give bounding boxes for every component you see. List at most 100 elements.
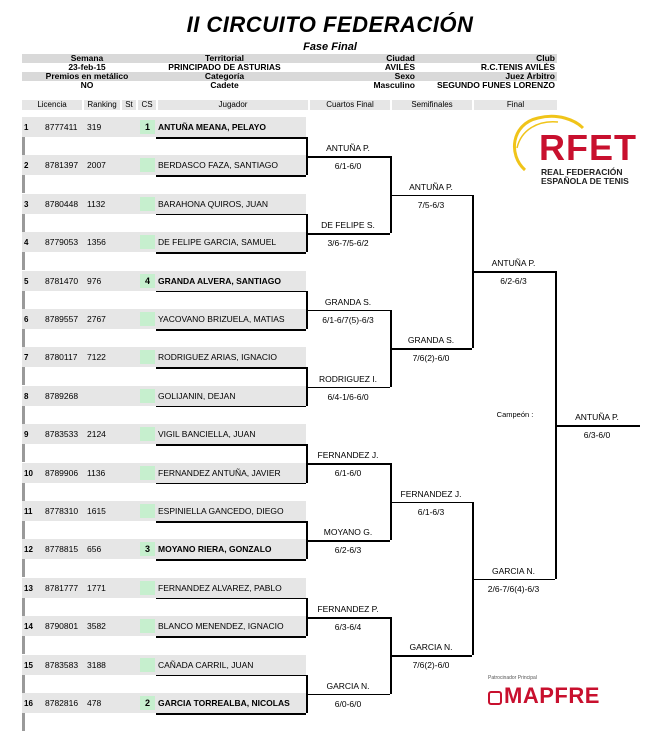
qf-score: 6/1-6/3: [417, 506, 445, 517]
qf-winner-line: [390, 501, 472, 504]
seed-box: [140, 465, 155, 480]
value-sexo: Masculino: [373, 81, 415, 90]
r16-score: 6/1-6/7(5)-6/3: [322, 314, 374, 325]
draw-position: 4: [24, 238, 29, 248]
r16-score: 6/3-6/4: [334, 622, 362, 632]
player-row: [22, 693, 306, 713]
rfet-logo-subtitle: REAL FEDERACIÓN ESPAÑOLA DE TENIS: [541, 168, 629, 186]
player-underline: [156, 636, 306, 638]
draw-position: 12: [24, 545, 33, 555]
draw-position: 5: [24, 276, 29, 286]
sponsor-logo: MAPFRE: [488, 683, 600, 709]
license-number: 8778815: [45, 544, 79, 555]
value-premios: NO: [80, 81, 94, 90]
draw-position: 8: [24, 391, 29, 401]
r16-connector: [306, 213, 308, 253]
player-underline: [156, 444, 306, 446]
ranking-value: 1136: [87, 467, 106, 478]
header-ciudad: Ciudad: [297, 54, 417, 63]
player-underline: [156, 329, 306, 331]
sponsor-name: MAPFRE: [504, 683, 600, 708]
ranking-value: 478: [87, 698, 102, 708]
seed-box: [140, 312, 155, 326]
r16-winner: FERNANDEZ P.: [317, 604, 379, 614]
player-row: [22, 501, 306, 521]
r16-connector: [306, 290, 308, 329]
row-shadow: [22, 674, 25, 693]
draw-position: 7: [24, 353, 29, 363]
ranking-value: 319: [87, 122, 102, 132]
player-row: [22, 385, 306, 406]
r16-winner-line: [306, 309, 390, 312]
player-underline: [156, 674, 306, 677]
tournament-info-table: Semana Territorial Ciudad Club 23-feb-15…: [22, 54, 557, 90]
value-categoria: Cadete: [210, 81, 239, 90]
col-cs: CS: [138, 100, 156, 110]
row-shadow: [22, 329, 25, 347]
r16-winner-line: [306, 617, 390, 619]
draw-position: 6: [24, 315, 29, 324]
player-name: ANTUÑA MEANA, PELAYO: [158, 122, 266, 132]
player-row: [22, 539, 306, 560]
player-underline: [156, 252, 306, 254]
player-name: CAÑADA CARRIL, JUAN: [158, 659, 254, 670]
row-shadow: [22, 213, 25, 232]
header-categoria: Categoría: [152, 72, 297, 81]
license-number: 8781397: [45, 160, 79, 171]
seed-box: [140, 580, 155, 595]
value-semana: 23-feb-15: [68, 63, 106, 72]
player-row: [22, 309, 306, 329]
r16-connector: [306, 674, 308, 713]
player-name: GRANDA ALVERA, SANTIAGO: [158, 275, 281, 286]
row-shadow: [22, 521, 25, 539]
qf-connector: [390, 156, 392, 233]
r16-winner-line: [306, 233, 390, 235]
draw-position: 9: [24, 430, 29, 440]
player-name: BARAHONA QUIROS, JUAN: [158, 198, 269, 209]
license-number: 8780117: [45, 352, 78, 363]
rfet-line2: ESPAÑOLA DE TENIS: [541, 176, 629, 186]
seed-box: [140, 350, 155, 365]
r16-score: 6/0-6/0: [334, 698, 362, 709]
player-row: [22, 347, 306, 368]
license-number: 8783583: [45, 659, 79, 670]
ranking-value: 656: [87, 544, 102, 555]
license-number: 8789906: [45, 467, 79, 478]
r16-winner: GARCIA N.: [326, 680, 370, 691]
draw-position: 14: [24, 622, 33, 632]
ranking-value: 7122: [87, 352, 106, 363]
sf-score: 2/6-7/6(4)-6/3: [487, 583, 540, 594]
player-name: RODRIGUEZ ARIAS, IGNACIO: [158, 352, 278, 363]
player-underline: [156, 559, 306, 561]
sponsor-caption: Patrocinador Principal: [488, 675, 537, 681]
qf-winner-line: [390, 194, 472, 197]
seed-box: [140, 619, 155, 634]
player-name: BERDASCO FAZA, SANTIAGO: [158, 160, 278, 171]
draw-position: 15: [24, 660, 33, 670]
ranking-value: 1771: [87, 582, 106, 593]
player-row: [22, 232, 306, 253]
row-shadow: [22, 175, 25, 194]
col-st: St: [122, 100, 136, 110]
r16-connector: [306, 444, 308, 483]
player-name: YACOVANO BRIZUELA, MATIAS: [158, 314, 285, 324]
player-underline: [156, 405, 306, 408]
row-shadow: [22, 290, 25, 309]
row-shadow: [22, 444, 25, 463]
draw-position: 2: [24, 161, 29, 171]
player-row: [22, 424, 306, 445]
row-shadow: [22, 636, 25, 655]
draw-position: 3: [24, 199, 29, 209]
ranking-value: 2007: [87, 160, 106, 171]
r16-connector: [306, 597, 308, 637]
qf-winner: ANTUÑA P.: [409, 181, 453, 192]
sf-winner-line: [472, 578, 555, 581]
r16-score: 6/2-6/3: [334, 545, 362, 556]
sf-winner: ANTUÑA P.: [491, 258, 536, 269]
r16-winner-line: [306, 693, 390, 696]
player-name: MOYANO RIERA, GONZALO: [158, 544, 272, 555]
col-licencia: Licencia: [22, 100, 82, 110]
license-number: 8782816: [45, 698, 79, 708]
ranking-value: 1356: [87, 237, 106, 248]
sf-winner: GARCIA N.: [492, 565, 535, 576]
